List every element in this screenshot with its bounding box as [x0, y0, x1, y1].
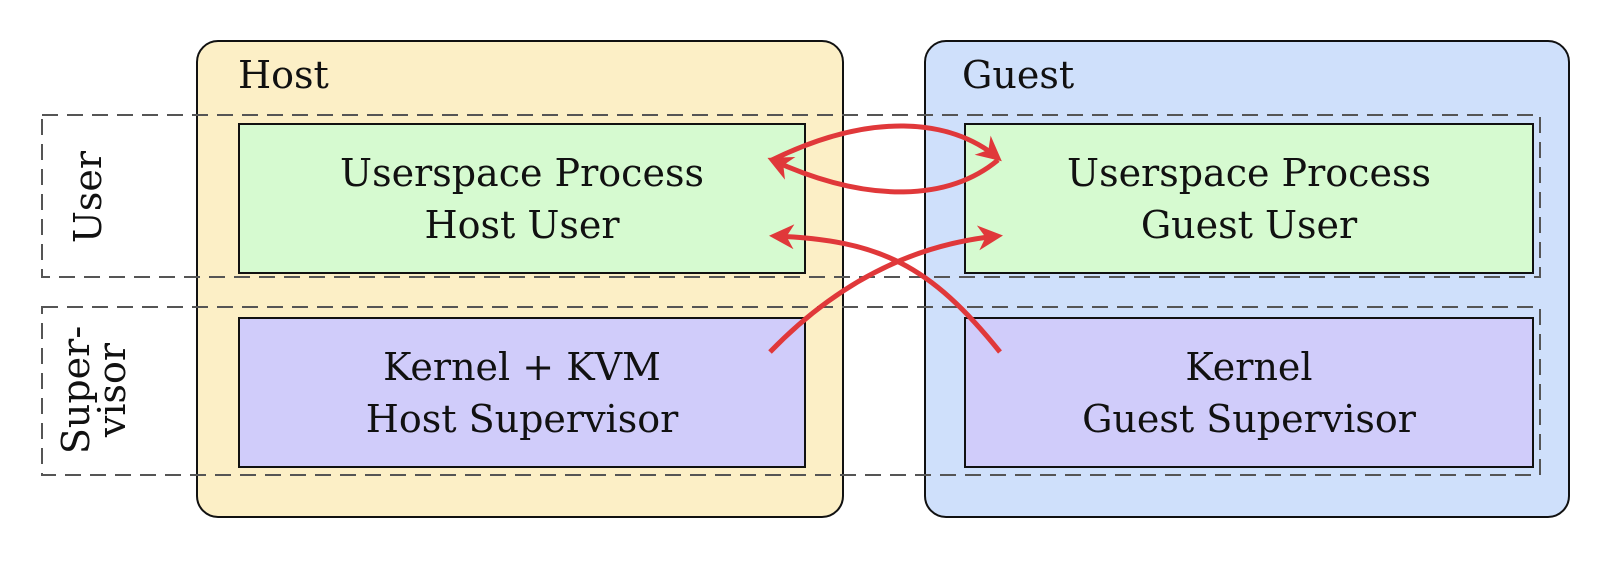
guest-userspace-level: Guest User: [1140, 202, 1358, 247]
arrow-host-kernel-to-guest-user: [768, 225, 1003, 354]
arrow-guest-user-to-host-user: [767, 156, 1000, 195]
supervisor-ring-region: [41, 306, 1541, 476]
guest-userspace-box: Userspace Process Guest User: [964, 123, 1534, 274]
host-title: Host: [238, 53, 329, 97]
host-kernel-box: Kernel + KVM Host Supervisor: [238, 317, 806, 468]
guest-kernel-level: Guest Supervisor: [1082, 396, 1416, 441]
host-userspace-level: Host User: [424, 202, 620, 247]
guest-kernel-label: Kernel: [1185, 344, 1313, 389]
host-kernel-level: Host Supervisor: [365, 396, 679, 441]
guest-userspace-label: Userspace Process: [1067, 150, 1431, 195]
host-kernel-label: Kernel + KVM: [383, 344, 661, 389]
guest-title: Guest: [962, 53, 1075, 97]
guest-kernel-box: Kernel Guest Supervisor: [964, 317, 1534, 468]
arrow-guest-kernel-to-host-user: [769, 224, 1002, 354]
host-userspace-box: Userspace Process Host User: [238, 123, 806, 274]
arrow-host-user-to-guest-user: [770, 123, 1002, 163]
host-userspace-label: Userspace Process: [340, 150, 704, 195]
user-ring-region: [41, 114, 1541, 278]
